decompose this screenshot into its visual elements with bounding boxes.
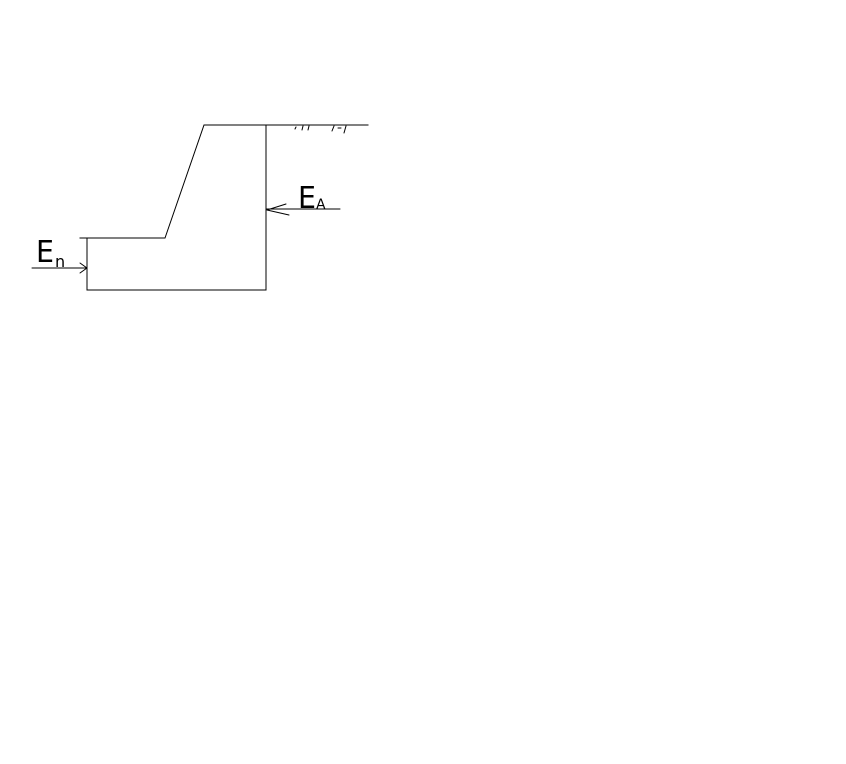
passive-force-arrow xyxy=(31,262,88,274)
passive-arrow-head xyxy=(79,262,88,274)
active-arrow-head xyxy=(266,203,290,216)
soil-hatch xyxy=(294,125,347,134)
ground-surface xyxy=(265,124,369,134)
wall-section xyxy=(79,124,267,291)
wall-outline xyxy=(79,124,267,291)
active-force-arrow xyxy=(265,203,341,216)
active-force-subscript: A xyxy=(316,197,326,213)
passive-force-label: E n xyxy=(36,235,65,271)
passive-force-letter: E xyxy=(36,235,54,270)
passive-force-subscript: n xyxy=(55,252,65,271)
active-force-letter: E xyxy=(298,181,316,216)
active-force-label: E A xyxy=(298,181,326,216)
